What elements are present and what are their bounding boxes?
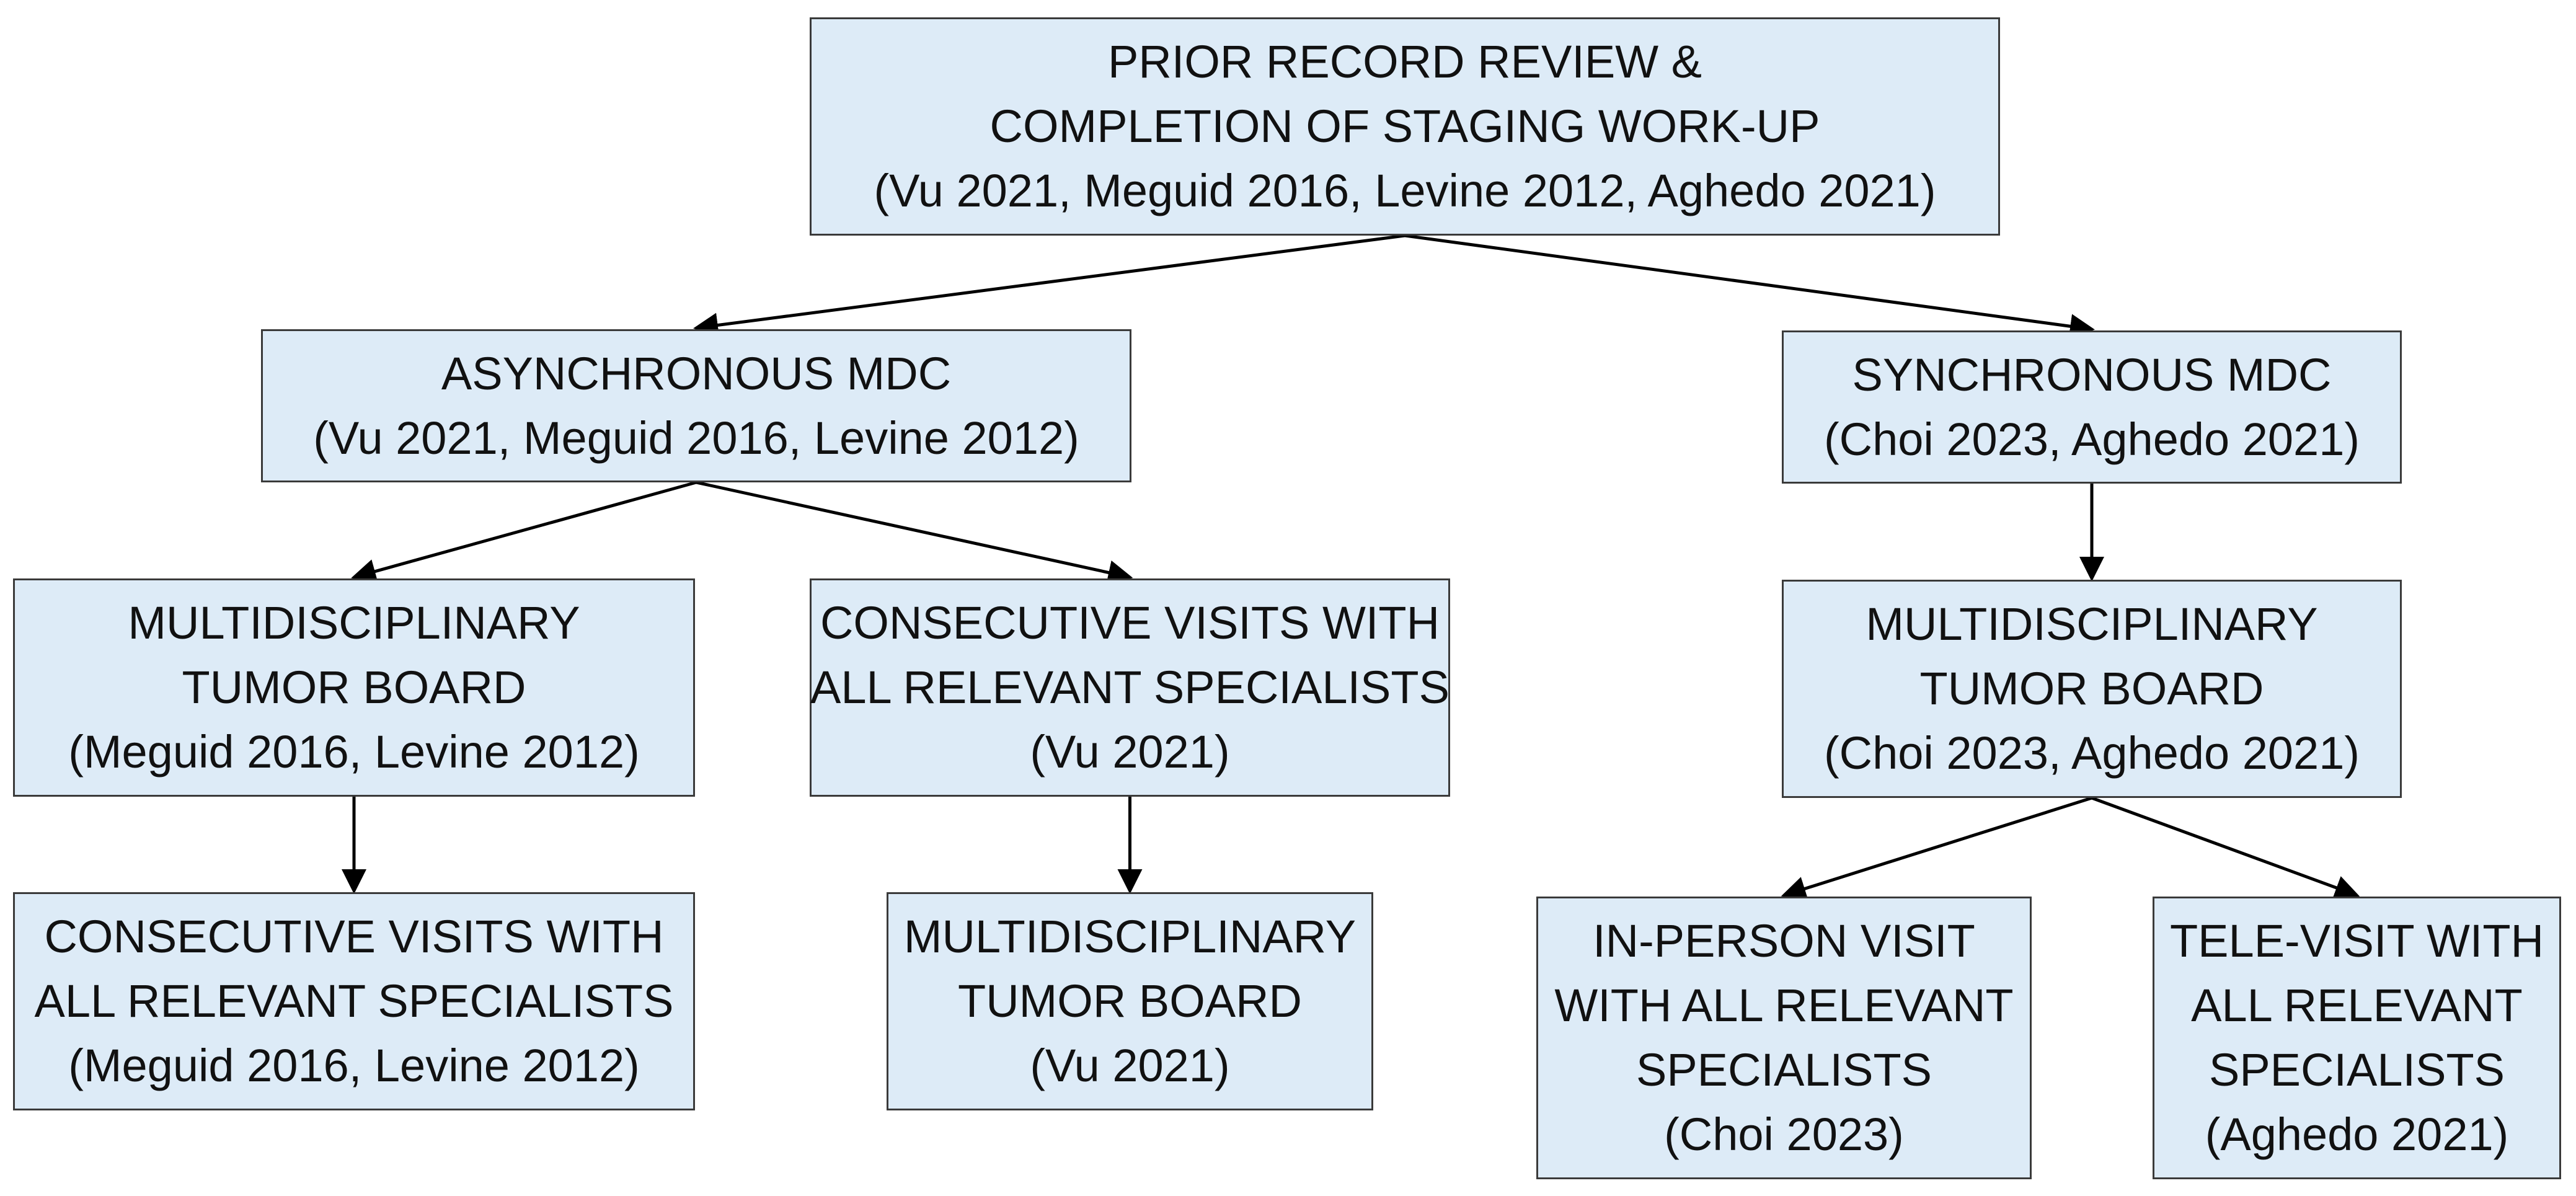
node-line: (Vu 2021) <box>1030 726 1230 777</box>
node-line: ALL RELEVANT SPECIALISTS <box>34 975 674 1027</box>
node-line: (Choi 2023) <box>1664 1109 1904 1160</box>
node-line: TUMOR BOARD <box>1919 663 2264 714</box>
node-line: (Aghedo 2021) <box>2205 1109 2509 1160</box>
async-consecutive-visits-node: CONSECUTIVE VISITS WITH ALL RELEVANT SPE… <box>810 578 1450 797</box>
node-line: (Meguid 2016, Levine 2012) <box>68 1040 640 1091</box>
node-line: (Vu 2021, Meguid 2016, Levine 2012, Aghe… <box>874 165 1936 216</box>
node-line: TELE-VISIT WITH <box>2169 915 2544 967</box>
node-line: MULTIDISCIPLINARY <box>903 911 1357 962</box>
node-line: COMPLETION OF STAGING WORK-UP <box>989 100 1820 152</box>
node-line: (Vu 2021) <box>1030 1040 1230 1091</box>
node-line: (Choi 2023, Aghedo 2021) <box>1823 727 2360 779</box>
node-line: TUMOR BOARD <box>182 662 526 713</box>
node-line: PRIOR RECORD REVIEW & <box>1108 36 1702 87</box>
node-line: CONSECUTIVE VISITS WITH <box>820 597 1440 649</box>
async-consec-tumor-board-node: MULTIDISCIPLINARY TUMOR BOARD (Vu 2021) <box>887 892 1373 1110</box>
arrow-async-to-async_consecutive <box>696 481 1133 585</box>
node-line: TUMOR BOARD <box>958 975 1302 1027</box>
node-line: MULTIDISCIPLINARY <box>1866 598 2318 650</box>
node-line: SYNCHRONOUS MDC <box>1852 348 2332 401</box>
node-line: ALL RELEVANT SPECIALISTS <box>810 662 1450 713</box>
tele-visit-node: TELE-VISIT WITH ALL RELEVANT SPECIALISTS… <box>2153 897 2561 1179</box>
node-line: WITH ALL RELEVANT <box>1554 980 2014 1031</box>
synchronous-mdc-node: SYNCHRONOUS MDC (Choi 2023, Aghedo 2021) <box>1782 330 2402 484</box>
node-line: MULTIDISCIPLINARY <box>128 597 580 649</box>
sync-tumor-board-node: MULTIDISCIPLINARY TUMOR BOARD (Choi 2023… <box>1782 580 2402 798</box>
in-person-visit-node: IN-PERSON VISIT WITH ALL RELEVANT SPECIA… <box>1536 897 2032 1179</box>
async-tumor-board-node: MULTIDISCIPLINARY TUMOR BOARD (Meguid 20… <box>13 578 695 797</box>
arrow-root-to-async <box>693 234 1405 338</box>
node-line: (Meguid 2016, Levine 2012) <box>68 726 640 777</box>
arrow-root-to-sync <box>1404 234 2095 339</box>
root-node-record-review: PRIOR RECORD REVIEW & COMPLETION OF STAG… <box>810 17 2000 236</box>
arrow-sync_tumor_board-to-in_person <box>1781 796 2092 901</box>
arrow-async-to-async_tumor_board <box>351 481 697 583</box>
node-line: IN-PERSON VISIT <box>1593 915 1975 967</box>
node-line: SPECIALISTS <box>2208 1044 2505 1096</box>
node-line: (Vu 2021, Meguid 2016, Levine 2012) <box>313 412 1079 464</box>
node-line: ALL RELEVANT <box>2191 980 2523 1031</box>
asynchronous-mdc-node: ASYNCHRONOUS MDC (Vu 2021, Meguid 2016, … <box>261 329 1131 482</box>
node-line: (Choi 2023, Aghedo 2021) <box>1823 413 2360 465</box>
arrow-sync_tumor_board-to-tele_visit <box>2091 796 2360 900</box>
node-line: ASYNCHRONOUS MDC <box>441 347 952 399</box>
node-line: CONSECUTIVE VISITS WITH <box>44 911 664 962</box>
node-line: SPECIALISTS <box>1635 1044 1932 1096</box>
async-tb-consecutive-visits-node: CONSECUTIVE VISITS WITH ALL RELEVANT SPE… <box>13 892 695 1110</box>
